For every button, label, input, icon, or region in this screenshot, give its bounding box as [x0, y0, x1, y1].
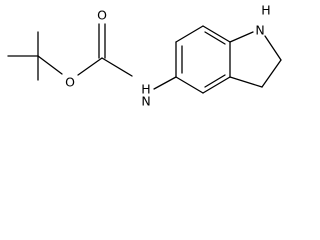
bond-ring-c7a-c7-inner: [204, 31, 226, 45]
bond-tbu-to-oxygen: [37, 55, 63, 75]
carbamate-group: [77, 23, 133, 77]
bond-ring-c4-c3a-inner: [204, 74, 226, 88]
molecule-structure: O O H N: [7, 3, 282, 109]
structure-canvas: O O H N: [0, 0, 312, 112]
bond-n1-c7a: [229, 31, 254, 43]
five-membered-ring: [229, 31, 282, 88]
bond-ring-c5-c4: [175, 76, 204, 94]
ring-nitrogen-label: N: [255, 23, 264, 38]
bond-c2-n1: [264, 35, 282, 61]
bond-c3-c2: [261, 59, 282, 88]
ring-nitrogen-h-label: H: [261, 3, 270, 18]
benzene-ring: [175, 25, 231, 94]
ester-oxygen-label: O: [65, 75, 75, 90]
bond-oxygen-to-carbonyl: [77, 57, 103, 76]
bond-ring-c7a-c7: [202, 25, 231, 43]
amide-nitrogen-h-label: H: [141, 82, 150, 97]
bond-ring-c7-c6: [175, 25, 204, 43]
amide-nitrogen-label: N: [141, 94, 150, 109]
tert-butyl-group: [7, 31, 63, 81]
carbonyl-oxygen-label: O: [97, 8, 107, 23]
bond-c3a-c3: [229, 76, 263, 88]
bond-carbonyl-to-nitrogen: [101, 57, 133, 77]
bond-ring-c4-c3a: [202, 76, 231, 94]
bond-nitrogen-to-ring: [153, 76, 177, 90]
